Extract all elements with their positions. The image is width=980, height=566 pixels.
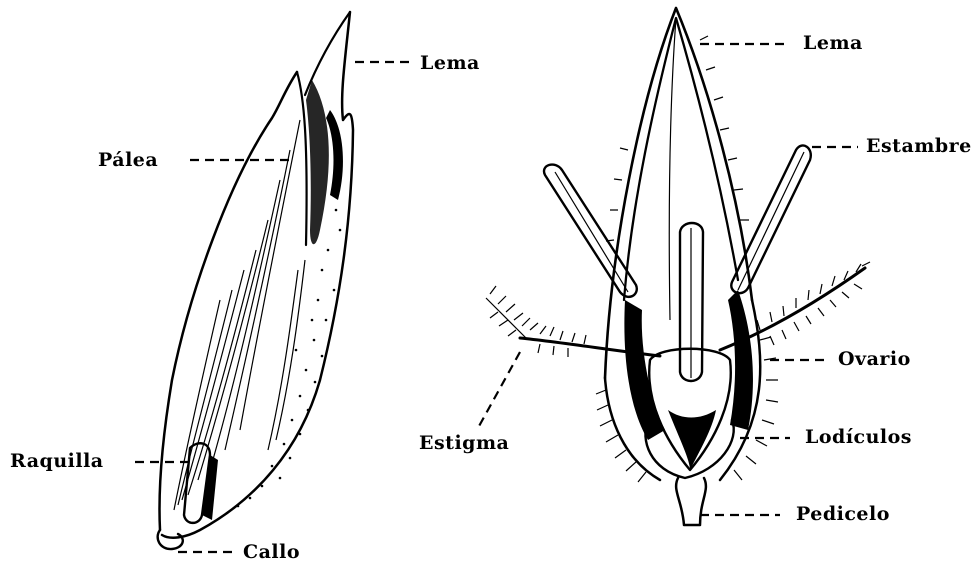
- label-right-ovario: Ovario: [838, 348, 911, 370]
- right-ovary-shading: [668, 410, 716, 470]
- label-left-palea: Pálea: [98, 149, 158, 171]
- left-lema-outline: [162, 12, 353, 538]
- left-leader-lines: [135, 62, 412, 552]
- label-left-lema: Lema: [420, 52, 480, 74]
- left-callo: [158, 530, 183, 549]
- right-leader-lines: [478, 44, 858, 515]
- left-raquilla-shadow: [202, 455, 218, 520]
- label-left-callo: Callo: [243, 541, 300, 563]
- right-lema-midrib: [669, 18, 676, 320]
- label-right-estigma: Estigma: [419, 432, 509, 454]
- stigma-left-plumes: [486, 286, 586, 357]
- label-right-estambre: Estambre: [866, 135, 972, 157]
- left-floret-drawing: [158, 12, 353, 549]
- right-stigmas: [486, 262, 870, 357]
- anther-right: [731, 145, 811, 293]
- label-right-pedicelo: Pedicelo: [796, 503, 890, 525]
- label-right-lema: Lema: [803, 32, 863, 54]
- label-right-lodiculos: Lodículos: [805, 426, 912, 448]
- right-inner-shading-right: [728, 290, 753, 430]
- right-lema-hairs: [606, 36, 749, 241]
- left-palea-shading: [306, 80, 329, 244]
- label-left-raquilla: Raquilla: [10, 450, 104, 472]
- leader-right-estigma: [478, 352, 520, 428]
- right-pedicel: [676, 478, 706, 525]
- left-palea-right-edge: [297, 72, 307, 245]
